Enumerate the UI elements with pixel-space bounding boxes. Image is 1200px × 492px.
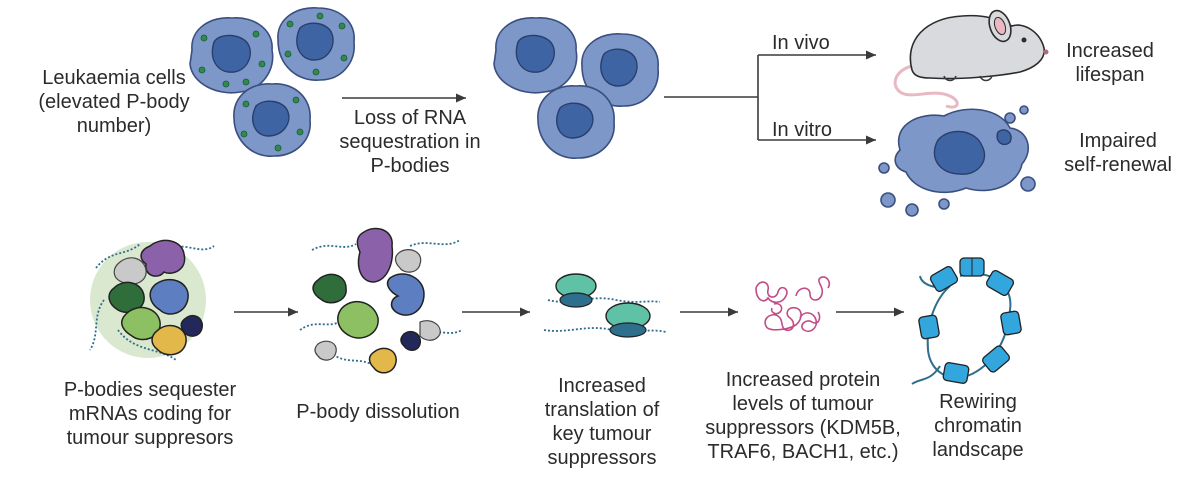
label-increased-protein-levels: Increased protein levels of tumour suppr…: [705, 369, 901, 463]
leukaemia-cell: [189, 17, 274, 94]
nucleosome: [942, 362, 970, 384]
nucleosome: [982, 345, 1010, 373]
cells-without-pbodies: [493, 17, 659, 159]
cell: [493, 17, 578, 94]
label-pbody-dissolution: P-body dissolution: [296, 401, 460, 423]
leukaemia-cell: [233, 83, 311, 157]
label-pbodies-sequester: P-bodies sequester mRNAs coding for tumo…: [63, 379, 237, 449]
protein-illustration: [755, 276, 831, 333]
label-impaired-self-renewal: Impaired self-renewal: [1064, 130, 1172, 176]
leukaemia-cell: [277, 7, 355, 81]
dissolving-cell-illustration: [878, 105, 1036, 217]
nucleosome: [985, 270, 1015, 296]
translation-illustration: [543, 273, 667, 338]
chromatin-illustration: [911, 257, 1022, 385]
pbody-sequestering-illustration: [89, 239, 215, 361]
label-increased-lifespan: Increased lifespan: [1066, 40, 1154, 86]
leukaemia-cells-with-pbodies: [189, 7, 355, 157]
label-leukaemia-cells: Leukaemia cells (elevated P-body number): [38, 67, 190, 137]
cell: [581, 33, 659, 107]
label-in-vitro: In vitro: [772, 119, 833, 141]
mouse-illustration: [893, 9, 1049, 109]
nucleosome: [959, 257, 985, 277]
label-loss-of-sequestration: Loss of RNA sequestration in P-bodies: [339, 107, 481, 177]
nucleosome: [1000, 310, 1022, 336]
branch-arrows: [664, 50, 876, 145]
nucleosome: [918, 314, 940, 340]
cell: [537, 85, 615, 159]
label-rewiring-chromatin: Rewiring chromatin landscape: [932, 391, 1024, 461]
label-in-vivo: In vivo: [772, 32, 830, 54]
pbody-dissolution-illustration: [299, 227, 463, 374]
nucleosome: [929, 266, 959, 292]
label-increased-translation: Increased translation of key tumour supp…: [544, 375, 660, 469]
